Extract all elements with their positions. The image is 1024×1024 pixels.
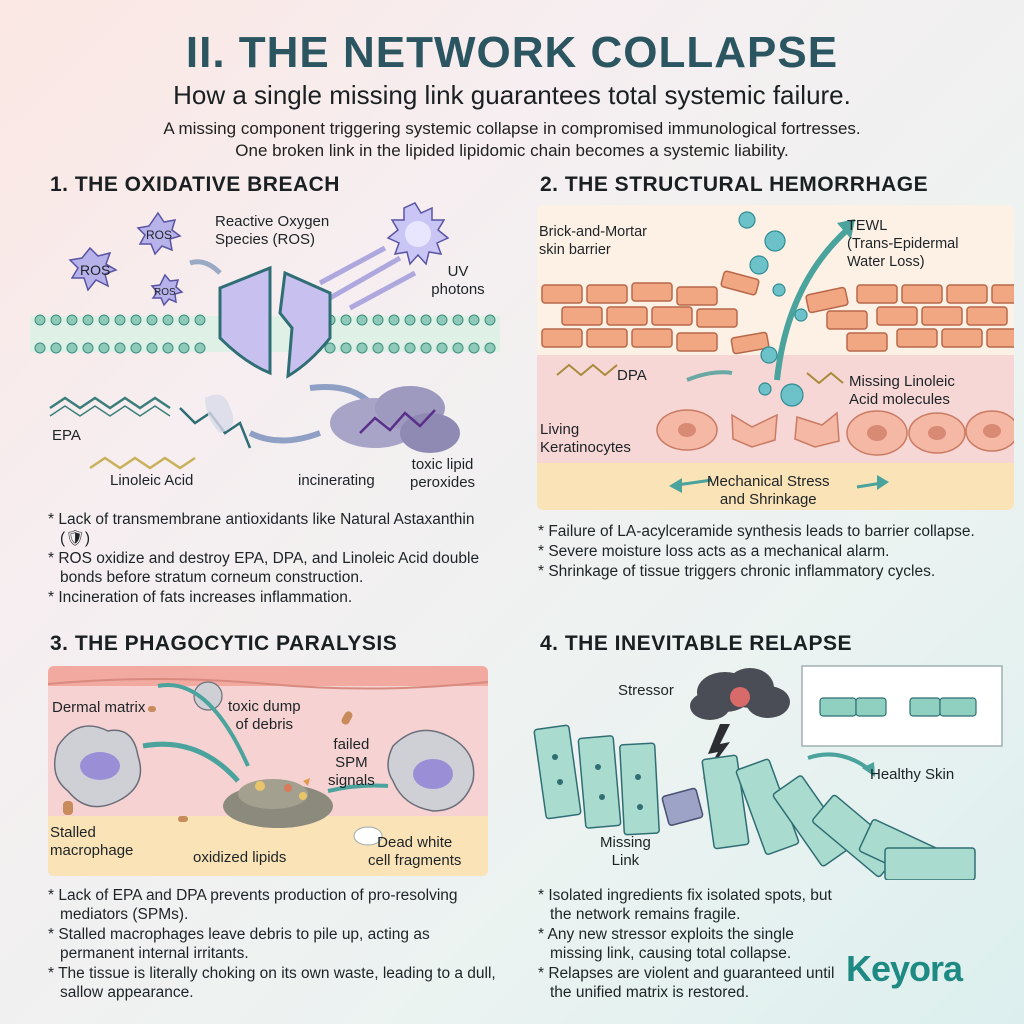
s4-bullet-2: Any new stressor exploits the single mis… bbox=[538, 925, 838, 963]
section-2-bullets: Failure of LA-acylceramide synthesis lea… bbox=[538, 522, 1008, 582]
living-keratinocytes-line-1: Living bbox=[540, 421, 580, 438]
brand-logo: Keyora bbox=[846, 948, 963, 989]
ros-label-small: ROS bbox=[154, 287, 176, 298]
page-subtitle: How a single missing link guarantees tot… bbox=[173, 80, 851, 110]
mechanical-stress-label: Mechanical Stress and Shrinkage bbox=[707, 473, 830, 509]
uv-label: UV photons bbox=[428, 263, 488, 299]
mechanical-stress-line-2: and Shrinkage bbox=[719, 491, 817, 508]
page-title: II. THE NETWORK COLLAPSE bbox=[185, 28, 839, 77]
stalled-macrophage-icon bbox=[53, 725, 142, 808]
structural-hemorrhage-illustration: Brick-and-Mortar skin barrier TEWL (Tran… bbox=[537, 205, 1014, 510]
s3-bullet-2: Stalled macrophages leave debris to pile… bbox=[48, 925, 498, 963]
tewl-label: TEWL (Trans-Epidermal Water Loss) bbox=[847, 217, 958, 271]
brick-barrier-line-2: skin barrier bbox=[539, 242, 611, 258]
stalled-macrophage-line-1: Stalled bbox=[50, 824, 96, 841]
s3-bullet-3: The tissue is literally choking on its o… bbox=[48, 964, 498, 1002]
uv-sun-icon bbox=[386, 202, 450, 266]
section-1-heading: 1. THE OXIDATIVE BREACH bbox=[50, 173, 340, 196]
failed-spm-label: failed SPM signals bbox=[328, 736, 375, 790]
ros-star-top-icon bbox=[136, 211, 182, 256]
phagocytic-paralysis-illustration: Dermal matrix toxic dump of debris faile… bbox=[48, 666, 488, 876]
s2-bullet-1: Failure of LA-acylceramide synthesis lea… bbox=[538, 522, 1008, 541]
toxic-dump-line-1: toxic dump bbox=[228, 698, 301, 715]
stalled-macrophage-line-2: macrophage bbox=[50, 842, 134, 859]
failed-spm-line-2: SPM bbox=[335, 754, 368, 771]
ros-caption-line-2: Species (ROS) bbox=[215, 231, 316, 248]
dead-cell-line-1: Dead white bbox=[377, 834, 453, 851]
barrier-bricks-right bbox=[805, 284, 1014, 352]
section-3-heading: 3. THE PHAGOCYTIC PARALYSIS bbox=[50, 632, 398, 655]
mechanical-stress-line-1: Mechanical Stress bbox=[707, 473, 830, 490]
toxic-peroxides-label: toxic lipid peroxides bbox=[410, 456, 475, 492]
living-keratinocytes-label: Living Keratinocytes bbox=[540, 421, 631, 457]
ros-label-big: ROS bbox=[80, 262, 111, 278]
storm-cloud-icon bbox=[690, 668, 790, 780]
macrophage-right-icon bbox=[387, 729, 475, 812]
toxic-dump-line-2: of debris bbox=[235, 716, 294, 733]
missing-link-piece-icon bbox=[661, 787, 704, 826]
failed-spm-line-1: failed bbox=[333, 736, 370, 753]
missing-link-line-1: Missing bbox=[600, 834, 651, 851]
ros-star-big-icon bbox=[68, 246, 118, 292]
s1-bullet-3: Incineration of fats increases inflammat… bbox=[48, 588, 498, 607]
ros-caption-line-1: Reactive Oxygen bbox=[215, 213, 330, 230]
living-keratinocytes-line-2: Keratinocytes bbox=[540, 439, 631, 456]
debris-pile-icon bbox=[223, 778, 333, 828]
toxic-peroxides-line-2: peroxides bbox=[410, 474, 476, 491]
brick-barrier-label: Brick-and-Mortar skin barrier bbox=[539, 223, 647, 259]
s2-bullet-3: Shrinkage of tissue triggers chronic inf… bbox=[538, 562, 1008, 581]
incinerating-label: incinerating bbox=[298, 472, 375, 489]
uv-label-line-1: UV bbox=[447, 263, 469, 280]
s4-bullet-1: Isolated ingredients fix isolated spots,… bbox=[538, 886, 838, 924]
toxic-smoke-icon bbox=[330, 386, 460, 453]
linoleic-acid-label: Linoleic Acid bbox=[110, 472, 194, 489]
tewl-line-1: TEWL bbox=[847, 218, 888, 234]
s4-bullet-3: Relapses are violent and guaranteed unti… bbox=[538, 964, 838, 1002]
missing-linoleic-line-1: Missing Linoleic bbox=[849, 373, 955, 390]
section-4-bullets: Isolated ingredients fix isolated spots,… bbox=[538, 886, 838, 1003]
tewl-line-3: Water Loss) bbox=[847, 254, 925, 270]
water-droplets bbox=[738, 211, 808, 407]
intro-line-1: A missing component triggering systemic … bbox=[163, 119, 861, 138]
broken-chain-inset bbox=[801, 665, 1003, 747]
missing-link-line-2: Link bbox=[611, 852, 640, 869]
toxic-dump-label: toxic dump of debris bbox=[228, 698, 301, 734]
section-2-heading: 2. THE STRUCTURAL HEMORRHAGE bbox=[540, 173, 929, 196]
dpa-label: DPA bbox=[617, 367, 647, 384]
intro-text: A missing component triggering systemic … bbox=[0, 118, 1024, 162]
oxidized-lipids-label: oxidized lipids bbox=[193, 849, 287, 866]
section-1-bullets: Lack of transmembrane antioxidants like … bbox=[48, 510, 498, 608]
dominoes-standing bbox=[533, 724, 660, 836]
ros-star-small-icon bbox=[150, 273, 184, 307]
ros-label-top: ROS bbox=[146, 228, 173, 242]
stalled-macrophage-label: Stalled macrophage bbox=[50, 824, 133, 860]
oxidative-breach-illustration: ROS ROS ROS Reactive Oxygen Species (ROS… bbox=[30, 198, 500, 498]
tewl-line-2: (Trans-Epidermal bbox=[847, 236, 959, 252]
failed-spm-line-3: signals bbox=[328, 772, 375, 789]
brick-barrier-line-1: Brick-and-Mortar bbox=[539, 224, 647, 240]
s3-bullet-1: Lack of EPA and DPA prevents production … bbox=[48, 886, 498, 924]
s1-bullet-1: Lack of transmembrane antioxidants like … bbox=[48, 510, 498, 548]
healthy-skin-label: Healthy Skin bbox=[870, 766, 955, 783]
uv-label-line-2: photons bbox=[431, 281, 485, 298]
barrier-bricks-left bbox=[541, 270, 770, 355]
ros-caption: Reactive Oxygen Species (ROS) bbox=[215, 213, 329, 249]
inevitable-relapse-illustration: Stressor Healthy Skin Missing Link bbox=[530, 662, 1010, 880]
intro-line-2: One broken link in the lipided lipidomic… bbox=[235, 141, 789, 160]
section-4-heading: 4. THE INEVITABLE RELAPSE bbox=[540, 632, 852, 655]
stressor-label: Stressor bbox=[618, 682, 674, 699]
epa-label: EPA bbox=[52, 427, 81, 444]
dead-cell-line-2: cell fragments bbox=[368, 852, 462, 869]
missing-linoleic-label: Missing Linoleic Acid molecules bbox=[849, 373, 955, 409]
missing-linoleic-line-2: Acid molecules bbox=[849, 391, 950, 408]
dead-cell-fragments-label: Dead white cell fragments bbox=[368, 834, 461, 870]
dermal-matrix-label: Dermal matrix bbox=[52, 699, 146, 716]
broken-shield-icon bbox=[218, 265, 332, 379]
toxic-peroxides-line-1: toxic lipid bbox=[411, 456, 474, 473]
missing-link-label: Missing Link bbox=[600, 834, 651, 870]
s2-bullet-2: Severe moisture loss acts as a mechanica… bbox=[538, 542, 1008, 561]
s1-bullet-2: ROS oxidize and destroy EPA, DPA, and Li… bbox=[48, 549, 498, 587]
section-3-bullets: Lack of EPA and DPA prevents production … bbox=[48, 886, 498, 1003]
